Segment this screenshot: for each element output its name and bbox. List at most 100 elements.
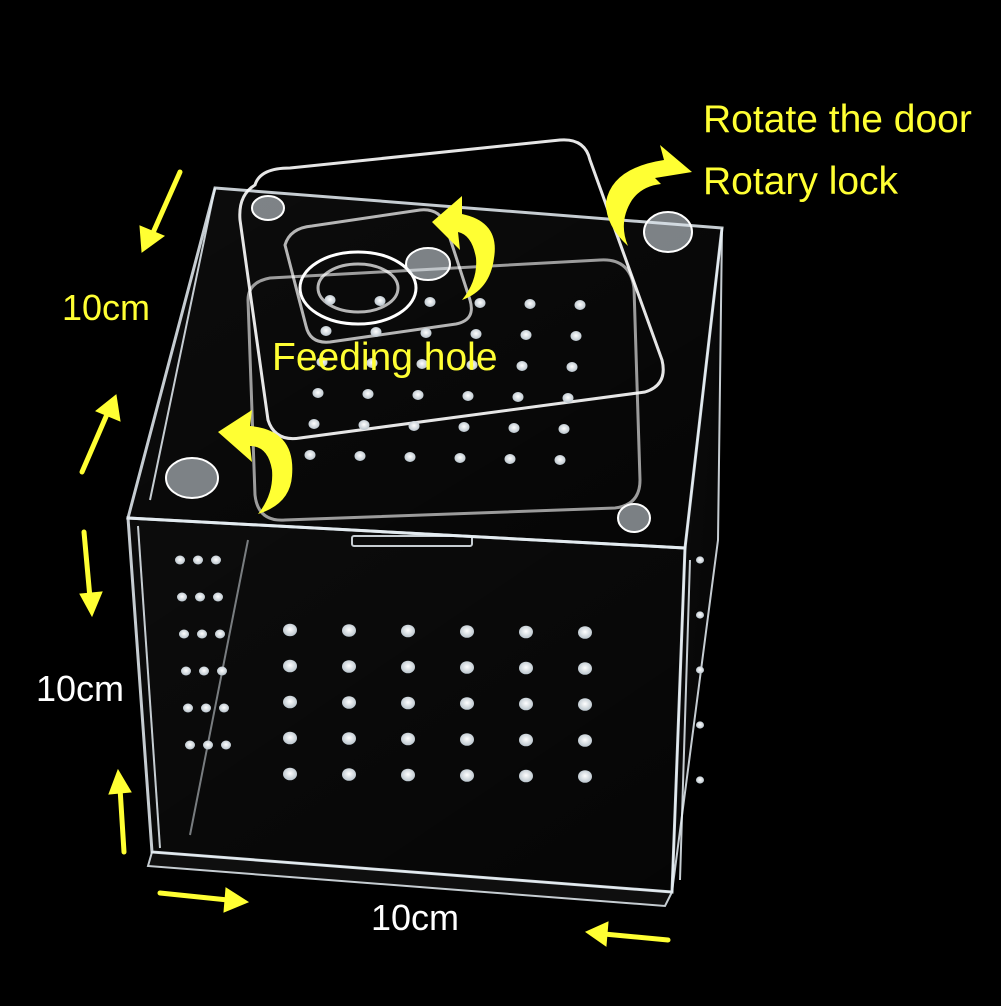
vent-hole: [193, 555, 203, 565]
vent-hole: [324, 295, 336, 305]
rotating-door: [238, 138, 665, 522]
vent-hole: [519, 769, 533, 783]
vent-hole: [519, 661, 533, 675]
vent-hole: [404, 452, 416, 462]
vent-hole: [199, 666, 209, 676]
vent-hole: [524, 299, 536, 309]
dimension-arrows: [79, 169, 671, 947]
vent-hole: [420, 328, 432, 338]
vent-hole: [519, 625, 533, 639]
vent-hole: [554, 455, 566, 465]
vent-hole: [696, 721, 704, 729]
ventilation-holes: [175, 295, 704, 784]
vent-hole: [201, 703, 211, 713]
vent-hole: [401, 660, 415, 674]
vent-hole: [516, 361, 528, 371]
vent-hole: [504, 454, 516, 464]
vent-hole: [197, 629, 207, 639]
vent-hole: [185, 740, 195, 750]
rotary-lock-label: Rotary lock: [703, 160, 899, 203]
vent-hole: [320, 326, 332, 336]
vent-hole: [508, 423, 520, 433]
vent-hole: [374, 296, 386, 306]
vent-hole: [177, 592, 187, 602]
vent-hole: [460, 661, 474, 674]
vent-hole: [215, 629, 225, 639]
height-dimension-label: 10cm: [36, 668, 125, 709]
vent-hole: [181, 666, 191, 676]
vent-hole: [424, 297, 436, 307]
vent-hole: [578, 626, 592, 639]
vent-hole: [460, 625, 474, 638]
vent-hole: [519, 733, 533, 747]
vent-hole: [408, 421, 420, 431]
vent-hole: [520, 330, 532, 340]
vent-hole: [470, 329, 482, 339]
vent-hole: [217, 666, 227, 676]
screws: [165, 195, 693, 533]
vent-hole: [219, 703, 229, 713]
vent-hole: [342, 768, 356, 781]
vent-hole: [283, 767, 297, 781]
vent-hole: [354, 451, 366, 461]
vent-hole: [460, 769, 474, 782]
vent-hole: [211, 555, 221, 565]
vent-hole: [570, 331, 582, 341]
vent-hole: [283, 659, 297, 673]
vent-hole: [578, 770, 592, 783]
vent-hole: [566, 362, 578, 372]
vent-hole: [696, 666, 704, 674]
vent-hole: [696, 556, 704, 564]
vent-hole: [416, 359, 428, 369]
vent-hole: [466, 360, 478, 370]
curved-arrow-icon: [432, 196, 495, 300]
vent-hole: [179, 629, 189, 639]
arrow-icon: [108, 768, 132, 855]
vent-hole: [366, 358, 378, 368]
vent-hole: [562, 393, 574, 403]
vent-hole: [308, 419, 320, 429]
vent-hole: [342, 696, 356, 709]
vent-hole: [304, 450, 316, 460]
depth-dimension-label: 10cm: [62, 287, 151, 328]
vent-hole: [401, 696, 415, 710]
vent-hole: [574, 300, 586, 310]
vent-hole: [401, 624, 415, 638]
vent-hole: [401, 768, 415, 782]
vent-hole: [312, 388, 324, 398]
vent-hole: [316, 357, 328, 367]
vent-hole: [283, 623, 297, 637]
vent-hole: [358, 420, 370, 430]
vent-hole: [401, 732, 415, 746]
vent-hole: [696, 611, 704, 619]
curved-arrow-icon: [218, 410, 293, 514]
vent-hole: [454, 453, 466, 463]
feeding-hole-label: Feeding hole: [272, 336, 498, 379]
vent-hole: [412, 390, 424, 400]
rotation-arrows: [218, 145, 692, 514]
vent-hole: [342, 660, 356, 673]
vent-hole: [474, 298, 486, 308]
vent-hole: [183, 703, 193, 713]
width-dimension-label: 10cm: [371, 897, 460, 938]
vent-hole: [460, 733, 474, 746]
vent-hole: [458, 422, 470, 432]
vent-hole: [512, 392, 524, 402]
vent-hole: [221, 740, 231, 750]
vent-hole: [578, 698, 592, 711]
arrow-icon: [157, 887, 250, 913]
rotate-door-label: Rotate the door: [703, 98, 972, 141]
vent-hole: [519, 697, 533, 711]
vent-hole: [578, 662, 592, 675]
curved-arrow-icon: [605, 145, 692, 246]
arrow-icon: [79, 394, 121, 475]
vent-hole: [195, 592, 205, 602]
vent-hole: [283, 695, 297, 709]
vent-hole: [342, 624, 356, 637]
vent-hole: [370, 327, 382, 337]
feeding-hole: [298, 250, 418, 326]
vent-hole: [213, 592, 223, 602]
vent-hole: [578, 734, 592, 747]
